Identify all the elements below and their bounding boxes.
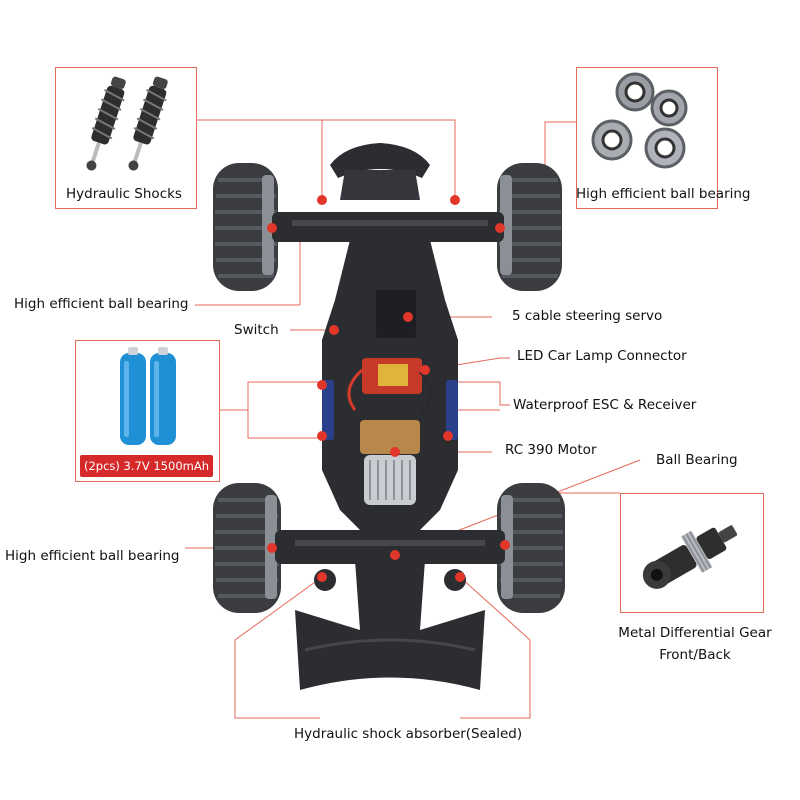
- label-shock-absorber: Hydraulic shock absorber(Sealed): [294, 726, 523, 742]
- marker-dots: [267, 195, 510, 582]
- label-differential-line1: Metal Differential Gear: [618, 625, 772, 641]
- label-switch: Switch: [234, 322, 279, 338]
- battery-inset-box: (2pcs) 3.7V 1500mAh: [75, 340, 220, 482]
- ball-bearing-icon: [591, 72, 688, 169]
- label-bearing-top-right: High efficient ball bearing: [576, 186, 751, 202]
- front-right-wheel: [497, 163, 562, 291]
- front-left-wheel: [213, 163, 278, 291]
- differential-inset-box: [620, 493, 764, 613]
- label-steering-servo: 5 cable steering servo: [512, 308, 663, 324]
- bearing-inset-box: [576, 67, 718, 209]
- battery-icon: [120, 347, 176, 445]
- label-led-connector: LED Car Lamp Connector: [517, 348, 687, 364]
- rear-left-wheel: [213, 483, 281, 613]
- differential-gear-icon: [642, 525, 738, 589]
- shocks-inset-box: [55, 67, 197, 209]
- label-motor: RC 390 Motor: [505, 442, 597, 458]
- label-hydraulic-shocks: Hydraulic Shocks: [66, 186, 182, 202]
- shock-absorber-icon: [86, 76, 168, 171]
- label-ball-bearing: Ball Bearing: [656, 452, 738, 468]
- label-bearing-left-upper: High efficient ball bearing: [14, 296, 189, 312]
- label-differential: Metal Differential Gear Front/Back: [600, 622, 790, 666]
- label-differential-line2: Front/Back: [659, 647, 731, 663]
- rear-right-wheel: [497, 483, 565, 613]
- label-bearing-left-lower: High efficient ball bearing: [5, 548, 180, 564]
- chassis: [272, 143, 505, 690]
- label-esc-receiver: Waterproof ESC & Receiver: [513, 397, 697, 413]
- battery-spec-badge: (2pcs) 3.7V 1500mAh: [80, 455, 213, 477]
